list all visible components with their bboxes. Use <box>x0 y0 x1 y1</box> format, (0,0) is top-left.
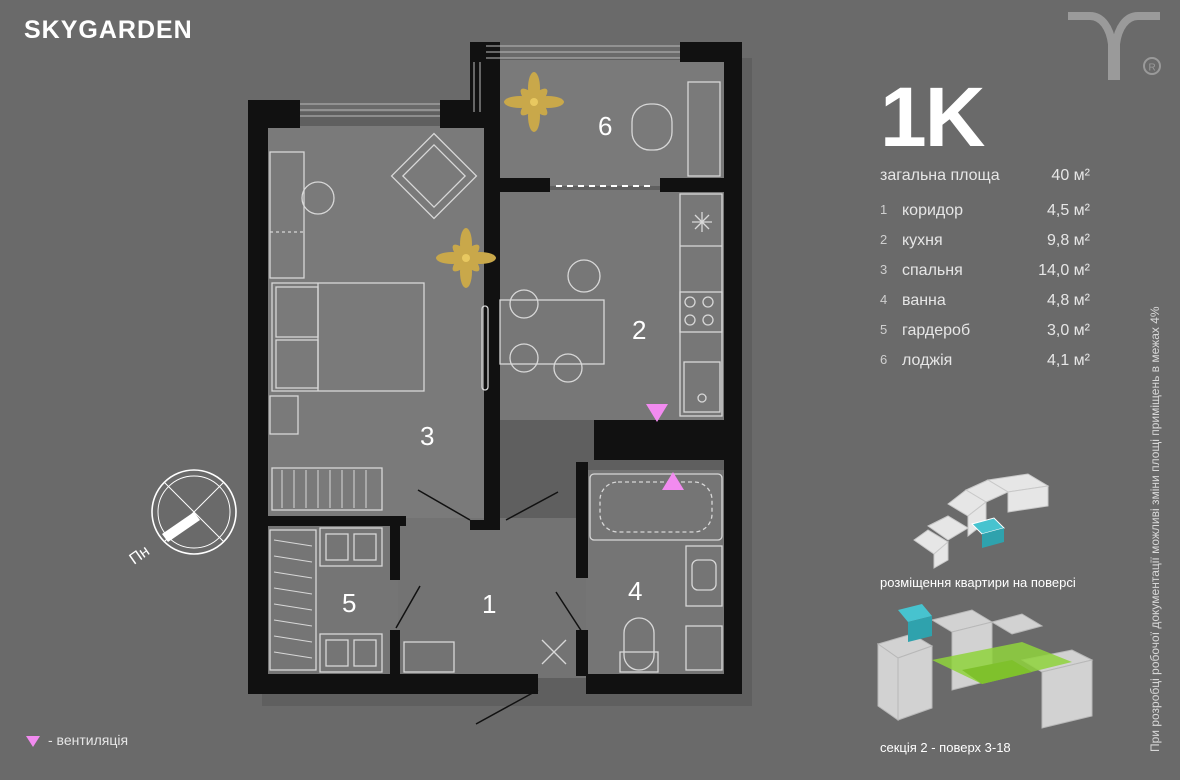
ventilation-icon <box>662 472 684 490</box>
section-caption: секція 2 - поверх 3-18 <box>880 740 1011 755</box>
room-label-3: 3 <box>420 421 434 451</box>
apartment-type: 1K <box>880 70 985 164</box>
furniture <box>269 81 723 673</box>
room-number: 6 <box>880 352 888 367</box>
section-thumbnail <box>876 604 1094 729</box>
room-name: лоджія <box>902 352 953 369</box>
room-row: 1 коридор 4,5 м² <box>880 202 1090 232</box>
ventilation-legend-icon <box>26 735 40 747</box>
compass-icon: Пн <box>127 469 237 569</box>
brand-logo-text: SKYGARDEN <box>24 16 193 44</box>
room-list: 1 коридор 4,5 м² 2 кухня 9,8 м² 3 спальн… <box>880 202 1090 382</box>
room-name: ванна <box>902 292 946 309</box>
floor-location-thumbnail <box>913 473 1050 569</box>
doors <box>395 489 583 725</box>
floor-kitchen <box>496 190 724 420</box>
side-note: При розробці робочої документації можлив… <box>1148 306 1162 752</box>
room-row: 4 ванна 4,8 м² <box>880 292 1090 322</box>
room-label-5: 5 <box>342 588 356 618</box>
room-number: 1 <box>880 202 888 217</box>
room-number: 2 <box>880 232 888 247</box>
total-area-row: загальна площа 40 м² <box>880 167 1090 187</box>
svg-text:R: R <box>1149 63 1156 74</box>
room-area: 4,5 м² <box>1046 202 1090 219</box>
walls <box>248 42 742 694</box>
plant-icon <box>504 72 564 132</box>
room-row: 6 лоджія 4,1 м² <box>880 352 1090 382</box>
room-row: 2 кухня 9,8 м² <box>880 232 1090 262</box>
room-name: спальня <box>902 262 963 279</box>
room-row: 5 гардероб 3,0 м² <box>880 322 1090 352</box>
room-area: 4,1 м² <box>1046 352 1090 369</box>
legend: - вентиляція <box>26 732 128 748</box>
total-area-label: загальна площа <box>880 167 1000 184</box>
room-area: 3,0 м² <box>1046 322 1090 339</box>
floor-location-caption: розміщення квартири на поверсі <box>880 575 1076 590</box>
room-name: гардероб <box>902 322 971 339</box>
room-label-1: 1 <box>482 589 496 619</box>
ventilation-icon <box>646 404 668 422</box>
room-area: 9,8 м² <box>1046 232 1090 249</box>
room-number: 4 <box>880 292 888 307</box>
room-name: кухня <box>902 232 943 249</box>
total-area-value: 40 м² <box>1051 167 1090 184</box>
room-area: 4,8 м² <box>1046 292 1090 309</box>
floor-plan: 1 2 3 4 5 6 <box>248 42 752 725</box>
room-number: 5 <box>880 322 888 337</box>
room-name: коридор <box>902 202 964 219</box>
room-area: 14,0 м² <box>1038 262 1090 279</box>
windows <box>300 45 680 117</box>
floor-bathroom <box>586 470 728 674</box>
room-label-6: 6 <box>598 111 612 141</box>
plant-icon <box>436 228 496 288</box>
legend-label: - вентиляція <box>48 732 129 748</box>
brand-logo-icon: R <box>1068 12 1161 80</box>
room-row: 3 спальня 14,0 м² <box>880 262 1090 292</box>
compass-north-label: Пн <box>127 543 153 569</box>
room-label-2: 2 <box>632 315 646 345</box>
room-number: 3 <box>880 262 888 277</box>
room-label-4: 4 <box>628 576 642 606</box>
